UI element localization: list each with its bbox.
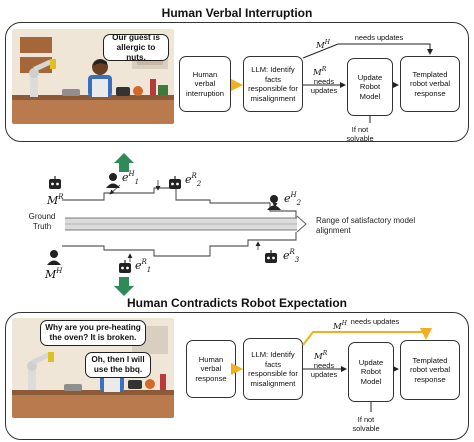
top-mr-needs-label: needs updates [310, 77, 338, 95]
robot-icon [265, 250, 277, 263]
human-icon [106, 173, 120, 188]
human-icon [47, 250, 61, 265]
e2h-symbol: eH2 [284, 191, 302, 207]
bottom-templated-response-box: Templated robot verbal response [400, 340, 460, 400]
bottom-llm-box: LLM: Identify facts responsible for misa… [243, 338, 303, 400]
bottom-mh-needs-label: needs updates [350, 317, 400, 326]
bottom-mr-needs-label: needs updates [310, 361, 338, 379]
bottom-speech-bubble-robot: Oh, then I will use the bbq. [85, 352, 151, 378]
robot-icon [169, 176, 181, 189]
bottom-mh-symbol: MH [333, 320, 347, 332]
bottom-mr-symbol: MR [314, 350, 328, 362]
top-mh-symbol: MH [316, 39, 330, 51]
mh-symbol-middle: MH [45, 267, 63, 281]
robot-icon [119, 260, 131, 273]
e3r-symbol: eR3 [283, 248, 300, 264]
top-llm-box: LLM: Identify facts responsible for misa… [243, 56, 303, 112]
bottom-not-solvable-label: If not solvable [352, 415, 380, 433]
top-update-model-box: Update Robot Model [347, 58, 393, 116]
top-human-interruption-box: Human verbal interruption [179, 56, 231, 112]
top-connectors [231, 43, 433, 123]
green-down-arrow [114, 277, 134, 296]
mr-symbol-middle: MR [47, 193, 64, 207]
range-label: Range of satisfactory model alignment [316, 216, 416, 235]
robot-icon [49, 176, 61, 189]
ground-truth-label: Ground Truth [28, 212, 56, 231]
green-up-arrow [114, 153, 134, 172]
top-templated-response-box: Templated robot verbal response [400, 56, 460, 112]
bottom-speech-bubble-human: Why are you pre-heating the oven? It is … [40, 320, 146, 346]
top-section-title: Human Verbal Interruption [161, 6, 313, 20]
bottom-connectors [231, 328, 432, 412]
top-speech-bubble: Our guest is allergic to nuts. [103, 33, 169, 62]
bottom-update-model-box: Update Robot Model [348, 342, 394, 402]
top-mh-needs-label: needs updates [354, 33, 404, 42]
bottom-human-response-box: Human verbal response [186, 340, 236, 398]
top-not-solvable-label: If not solvable [346, 125, 374, 143]
human-icon [267, 195, 281, 210]
e1h-symbol-top: eH1 [122, 170, 140, 186]
bottom-section-title: Human Contradicts Robot Expectation [126, 296, 347, 310]
e1r-symbol: eR1 [135, 258, 152, 274]
e2r-symbol: eR2 [185, 172, 202, 188]
top-mr-symbol: MR [313, 66, 327, 78]
